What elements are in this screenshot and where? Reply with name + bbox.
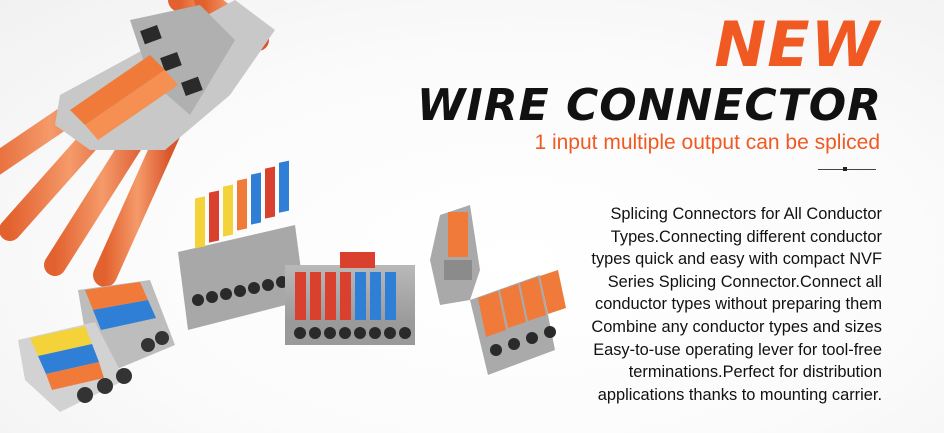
- description-line: types quick and easy with compact NVF: [591, 250, 882, 269]
- product-description: Splicing Connectors for All Conductor Ty…: [532, 203, 882, 406]
- small-connectors-left: [18, 280, 175, 412]
- description-line: Easy-to-use operating lever for tool-fre…: [593, 340, 882, 359]
- description-line: Series Splicing Connector.Connect all: [607, 272, 882, 291]
- description-line: Splicing Connectors for All Conductor: [610, 205, 883, 223]
- headline-new: NEW: [714, 8, 880, 81]
- tagline: 1 input multiple output can be spliced: [534, 131, 880, 154]
- description-line: Types.Connecting different conductor: [610, 227, 882, 246]
- headline-product: WIRE CONNECTOR: [416, 80, 882, 131]
- description-line: Combine any conductor types and sizes: [591, 317, 882, 336]
- divider-line: [818, 169, 876, 170]
- standing-connector: [430, 205, 480, 305]
- eight-way-connector: [178, 160, 305, 330]
- description-line: applications thanks to mounting carrier.: [597, 385, 882, 404]
- description-line: conductor types without preparing them: [595, 295, 882, 314]
- center-connector: [285, 252, 415, 345]
- divider-dot: [843, 167, 847, 171]
- description-line: terminations.Perfect for distribution: [628, 363, 882, 382]
- orange-lever-connector: [470, 270, 566, 375]
- top-wire-connector: [0, 0, 275, 287]
